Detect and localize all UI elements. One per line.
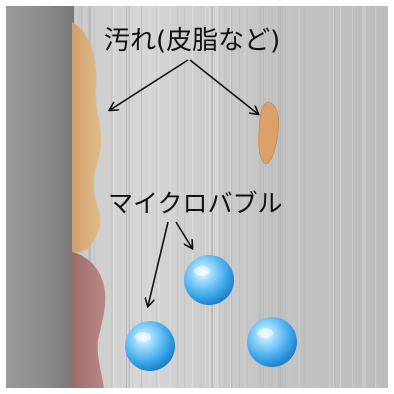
- microbubble-sphere-icon: [247, 317, 297, 367]
- dirt-label: 汚れ(皮脂など): [104, 26, 281, 56]
- sebum-dirt-large: [72, 22, 102, 254]
- diagram-canvas: [6, 6, 388, 388]
- sebum-dirt-small: [258, 101, 279, 165]
- arrow-to-bubble-left: [148, 221, 169, 306]
- left-panel: [6, 6, 74, 388]
- microbubble-label: マイクロバブル: [108, 189, 283, 218]
- dirt-pink: [72, 252, 106, 388]
- arrow-to-bubble-top: [175, 221, 192, 248]
- diagram-frame: 汚れ(皮脂など) マイクロバブル: [6, 6, 388, 388]
- arrow-to-large-dirt: [110, 59, 189, 110]
- microbubble-sphere-icon: [184, 255, 234, 305]
- brushed-streaks: [73, 6, 377, 388]
- arrow-to-small-dirt: [189, 59, 258, 114]
- microbubble-sphere-icon: [125, 321, 175, 371]
